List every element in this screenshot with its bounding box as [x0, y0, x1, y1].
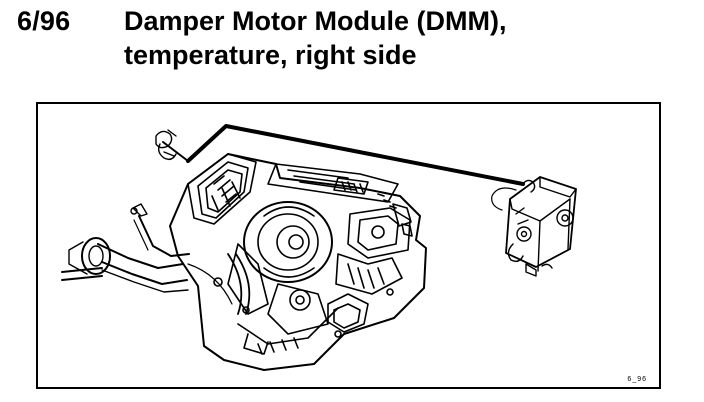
linkage-cable — [155, 124, 525, 186]
hvac-housing — [169, 153, 427, 371]
figure-reference-code: 6_96 — [627, 376, 647, 383]
hvac-unit-illustration — [61, 124, 577, 371]
figure-number: 6/96 — [17, 6, 71, 36]
illustration-frame: 6_96 — [36, 102, 661, 389]
hose-connector — [61, 203, 190, 293]
figure-title-line-2: temperature, right side — [124, 40, 417, 70]
damper-motor-module — [491, 176, 577, 277]
figure-title: Damper Motor Module (DMM), temperature, … — [124, 4, 684, 72]
figure-title-line-1: Damper Motor Module (DMM), — [124, 6, 507, 36]
